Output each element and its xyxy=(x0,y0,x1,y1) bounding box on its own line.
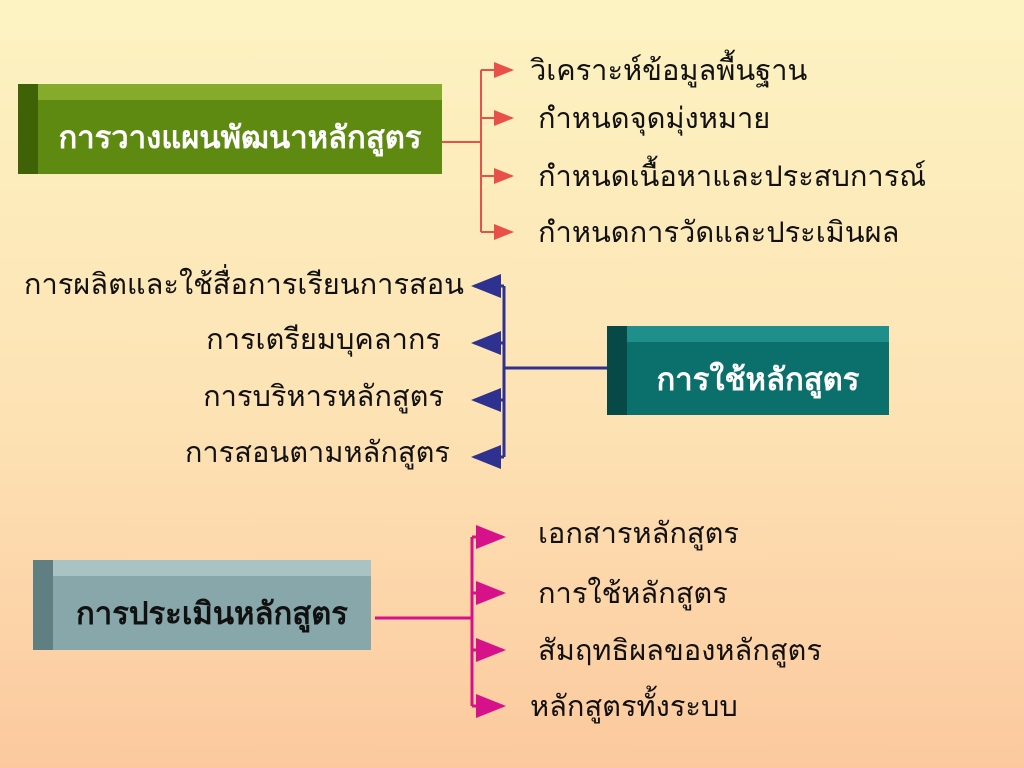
use-box: การใช้หลักสูตร xyxy=(607,326,889,415)
planning-box: การวางแผนพัฒนาหลักสูตร xyxy=(18,84,442,174)
use-box-title: การใช้หลักสูตร xyxy=(627,342,889,415)
planning-connectors xyxy=(440,62,514,240)
planning-item-4: กำหนดการวัดและประเมินผล xyxy=(538,215,900,249)
use-box-top xyxy=(607,326,889,342)
evaluation-item-4: หลักสูตรทั้งระบบ xyxy=(530,689,738,723)
evaluation-box: การประเมินหลักสูตร xyxy=(33,560,371,650)
planning-item-1: วิเคราะห์ข้อมูลพื้นฐาน xyxy=(530,53,808,87)
use-box-side xyxy=(607,326,627,415)
evaluation-item-2: การใช้หลักสูตร xyxy=(538,576,728,610)
planning-box-top xyxy=(18,84,442,100)
use-item-1: การผลิตและใช้สื่อการเรียนการสอน xyxy=(23,267,464,301)
planning-item-3: กำหนดเนื้อหาและประสบการณ์ xyxy=(538,159,927,193)
use-connectors xyxy=(471,274,612,469)
evaluation-box-top xyxy=(33,560,371,576)
use-item-2: การเตรียมบุคลากร xyxy=(206,322,441,356)
planning-box-title: การวางแผนพัฒนาหลักสูตร xyxy=(38,100,442,174)
use-item-3: การบริหารหลักสูตร xyxy=(203,379,444,413)
evaluation-item-3: สัมฤทธิผลของหลักสูตร xyxy=(538,633,822,667)
evaluation-box-title: การประเมินหลักสูตร xyxy=(53,576,371,650)
evaluation-item-1: เอกสารหลักสูตร xyxy=(538,516,740,550)
planning-item-2: กำหนดจุดมุ่งหมาย xyxy=(538,101,771,135)
evaluation-connectors xyxy=(375,525,506,718)
planning-box-side xyxy=(18,84,38,174)
use-item-4: การสอนตามหลักสูตร xyxy=(184,435,450,469)
evaluation-box-side xyxy=(33,560,53,650)
